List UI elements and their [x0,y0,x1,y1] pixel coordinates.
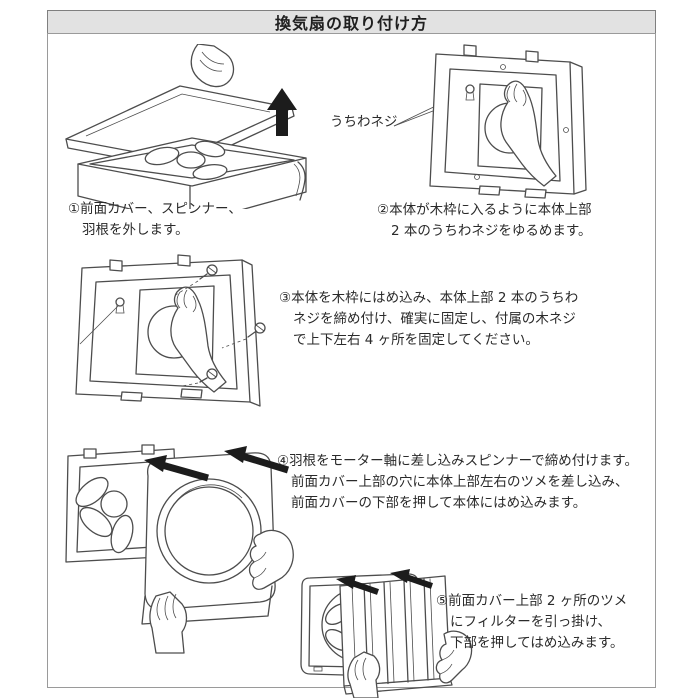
step3-line1: ③本体を木枠にはめ込み、本体上部 2 本のうちわ [279,290,579,306]
insert-arrows [144,446,290,482]
step3-text: ③本体を木枠にはめ込み、本体上部 2 本のうちわ ネジを締め付け、確実に固定し、… [279,288,578,351]
hand-right [435,630,473,684]
step5-line3: 下部を押してはめ込みます。 [450,635,624,651]
step1-line2: 羽根を外します。 [82,222,189,238]
fan-housing [77,137,307,209]
step2-line1: ②本体が木枠に入るように本体上部 [377,202,592,218]
step5-line1: ⑤前面カバー上部 2 ヶ所のツメ [436,593,628,609]
step2-illustration: うちわネジ [330,42,630,202]
step1-line1: ①前面カバー、スピンナー、 [68,201,242,217]
step1-text: ①前面カバー、スピンナー、 羽根を外します。 [68,199,242,241]
page-title: 換気扇の取り付け方 [274,14,428,33]
hand [190,44,235,88]
step2-line2: 2 本のうちわネジをゆるめます。 [391,223,592,239]
hand [500,80,557,187]
title-bar: 換気扇の取り付け方 [47,10,656,34]
step3-line3: で上下左右 4 ヶ所を固定してください。 [293,332,539,348]
step5-illustration [280,568,480,698]
hand [170,286,227,393]
fan-body [75,254,261,407]
step4-line2: 前面カバー上部の穴に本体上部左右のツメを差し込み、 [291,474,629,490]
power-cord [297,161,306,201]
wood-screws [173,264,266,387]
hand-right [248,529,294,590]
step1-illustration [58,44,308,209]
step3-illustration [62,252,292,452]
step5-text: ⑤前面カバー上部 2 ヶ所のツメ にフィルターを引っ掛け、 下部を押してはめ込み… [436,591,627,654]
wing-screw-leader-line [79,305,119,345]
step5-line2: にフィルターを引っ掛け、 [450,614,612,630]
hook-arrows [336,569,433,595]
step2-text: ②本体が木枠に入るように本体上部 2 本のうちわネジをゆるめます。 [377,200,592,242]
hand-left [347,651,381,698]
step3-line2: ネジを締め付け、確実に固定し、付属の木ネジ [293,311,576,327]
wing-screw-label: うちわネジ [330,114,398,130]
step4-line3: 前面カバーの下部を押して本体にはめ込みます。 [291,495,587,511]
step4-text: ④羽根をモーター軸に差し込みスピンナーで締め付けます。 前面カバー上部の穴に本体… [277,451,638,514]
up-arrow-icon [267,88,297,136]
hand-left [149,591,188,654]
step4-line1: ④羽根をモーター軸に差し込みスピンナーで締め付けます。 [277,453,638,469]
fan-blades [144,140,228,180]
step4-illustration [56,436,296,654]
fan-blades [75,476,134,554]
